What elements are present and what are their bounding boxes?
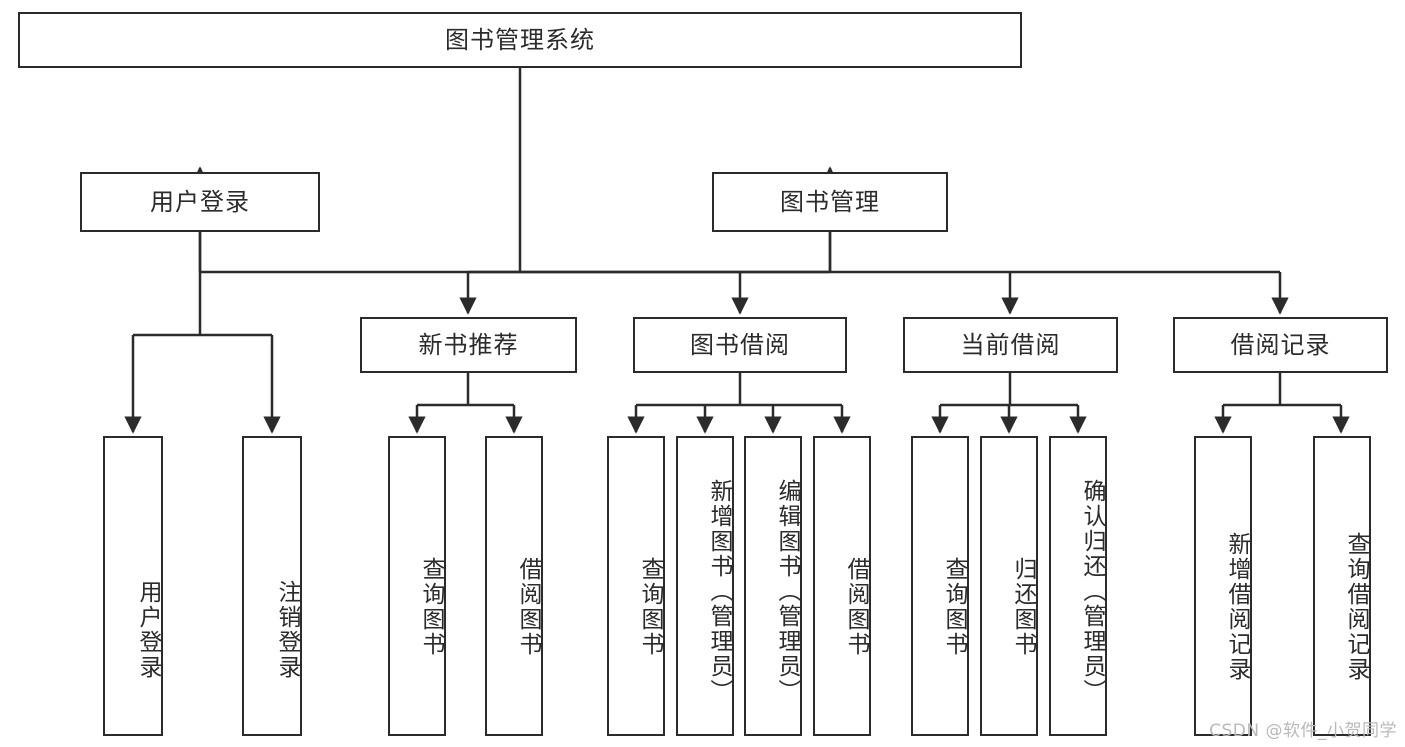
node-borrow-record[interactable]: 借阅记录 [1173, 317, 1388, 373]
leaf-confirm-return-admin[interactable]: 确认归还（管理员） [1049, 436, 1107, 736]
leaf-return-book[interactable]: 归还图书 [980, 436, 1038, 736]
leaf-query-book-1[interactable]: 查询图书 [388, 436, 446, 736]
leaf-query-book-2[interactable]: 查询图书 [607, 436, 665, 736]
watermark: CSDN @软件_小贺同学 [1209, 721, 1397, 741]
leaf-query-borrow-record[interactable]: 查询借阅记录 [1313, 436, 1371, 736]
leaf-add-borrow-record[interactable]: 新增借阅记录 [1194, 436, 1252, 736]
leaf-logout[interactable]: 注销登录 [242, 436, 302, 736]
node-new-book-recommendation[interactable]: 新书推荐 [360, 317, 577, 373]
node-root-book-management-system[interactable]: 图书管理系统 [18, 12, 1022, 68]
node-current-borrow[interactable]: 当前借阅 [903, 317, 1118, 373]
leaf-borrow-book-2[interactable]: 借阅图书 [813, 436, 871, 736]
leaf-borrow-book-1[interactable]: 借阅图书 [485, 436, 543, 736]
node-user-login[interactable]: 用户登录 [80, 172, 320, 232]
leaf-query-book-3[interactable]: 查询图书 [911, 436, 969, 736]
node-book-management[interactable]: 图书管理 [712, 172, 948, 232]
leaf-user-login[interactable]: 用户登录 [103, 436, 163, 736]
leaf-add-book-admin[interactable]: 新增图书（管理员） [676, 436, 734, 736]
node-book-borrow[interactable]: 图书借阅 [633, 317, 847, 373]
leaf-edit-book-admin[interactable]: 编辑图书（管理员） [744, 436, 802, 736]
